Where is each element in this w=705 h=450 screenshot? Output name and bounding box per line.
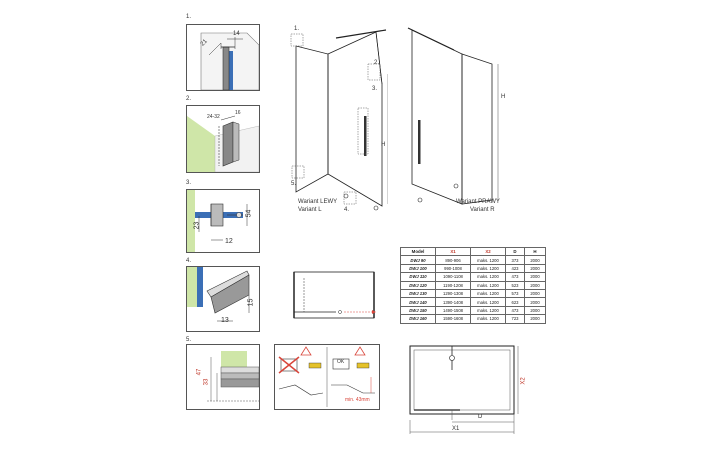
dim-33: 33 [203, 378, 210, 386]
step-2-label: 2. [186, 96, 192, 102]
dim-23: 23 [193, 221, 201, 230]
step-5-detail: 47 33 [186, 344, 260, 410]
callout-1: 1. [294, 26, 300, 32]
dim-54: 54 [245, 209, 253, 218]
bottom-profile-drawing [187, 267, 250, 322]
callout-2: 2. [374, 60, 380, 66]
step-3-label: 3. [186, 180, 192, 186]
variant-left-line-2: Variant L [298, 207, 322, 213]
table-header-row: Model X1 X2 D H [400, 246, 546, 257]
glass-height-drawing [207, 351, 260, 402]
dim-h-right: H [501, 94, 506, 100]
variant-left-drawing [290, 29, 388, 211]
callout-4: 4. [344, 207, 350, 213]
dim-d: D [478, 414, 483, 420]
variant-right-line-1: Wariant PRAWY [456, 199, 500, 205]
step-4-detail: 15 13 [186, 266, 260, 332]
dim-15: 15 [247, 298, 255, 307]
step-3-detail: 23 54 12 [186, 189, 260, 253]
dim-x1: X1 [452, 426, 460, 432]
ok-label: OK [337, 359, 345, 365]
level-check-drawing [278, 346, 375, 407]
col-d: D [505, 246, 525, 257]
dim-h-left: H [381, 142, 386, 148]
profile-top-drawing [187, 25, 260, 91]
col-x1: X1 [435, 246, 471, 257]
step-1-detail: 21 14 [186, 24, 260, 91]
step-5-label: 5. [186, 337, 192, 343]
min-clearance-label: min. 43mm [345, 397, 370, 403]
col-h: H [524, 246, 546, 257]
dim-24-32: 24-32 [207, 114, 220, 120]
dim-12: 12 [225, 238, 233, 245]
wall-section-drawing [187, 190, 248, 252]
dim-16: 16 [235, 110, 241, 116]
dim-x2: X2 [520, 377, 527, 385]
step-1-label: 1. [186, 14, 192, 20]
top-view-dimensions-drawing [409, 345, 519, 434]
dim-13: 13 [221, 317, 229, 324]
dim-47: 47 [196, 368, 203, 376]
dim-14: 14 [233, 31, 240, 37]
level-check-panel: OK min. 43mm [274, 344, 380, 410]
step-2-detail: 24-32 16 [186, 105, 260, 173]
callout-5: 5. [291, 181, 297, 187]
variant-right-line-2: Variant R [470, 207, 495, 213]
callout-3: 3. [372, 86, 378, 92]
col-model: Model [400, 246, 436, 257]
profile-wall-drawing [187, 115, 260, 173]
variant-right-drawing [407, 27, 499, 205]
variant-left-line-1: Wariant LEWY [298, 199, 338, 205]
plan-view-drawing [293, 271, 376, 319]
step-4-label: 4. [186, 258, 192, 264]
col-x2: X2 [470, 246, 506, 257]
